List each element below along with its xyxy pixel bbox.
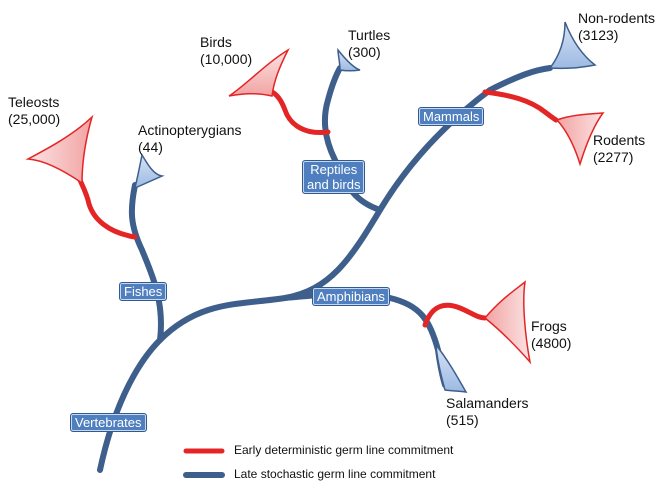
branch-frogs xyxy=(422,302,488,328)
clade-vertebrates: Vertebrates xyxy=(70,413,147,432)
clade-fishes: Fishes xyxy=(119,282,168,301)
fan-rodents xyxy=(555,112,605,167)
taxon-salamanders: Salamanders (515) xyxy=(446,395,529,428)
fan-salamanders xyxy=(435,342,468,393)
taxon-birds: Birds (10,000) xyxy=(200,34,253,67)
clade-reptiles-and-birds: Reptiles and birds xyxy=(302,160,366,194)
fan-frogs xyxy=(483,280,532,365)
clade-amphibians: Amphibians xyxy=(312,287,390,306)
fan-birds xyxy=(228,48,290,97)
branch-amphibians xyxy=(282,290,448,388)
taxon-non-rodents: Non-rodents (3123) xyxy=(578,10,656,43)
fan-non-rodents xyxy=(548,21,597,70)
taxon-frogs: Frogs (4800) xyxy=(531,318,572,351)
branch-fishes xyxy=(128,182,164,343)
fan-teleosts xyxy=(25,114,94,185)
clade-mammals: Mammals xyxy=(418,107,485,126)
branch-teleosts xyxy=(77,177,138,240)
legend-label-late: Late stochastic germ line commitment xyxy=(234,467,436,481)
taxon-rodents: Rodents (2277) xyxy=(593,132,646,165)
taxon-teleosts: Teleosts (25,000) xyxy=(8,94,61,127)
branch-trunk xyxy=(97,337,163,473)
fan-turtles xyxy=(337,47,361,72)
taxon-actinopterygians: Actinopterygians (44) xyxy=(138,122,242,155)
taxon-turtles: Turtles (300) xyxy=(348,27,391,60)
fan-actinopterygians xyxy=(133,152,165,190)
branch-birds xyxy=(269,89,331,136)
legend-label-early: Early deterministic germ line commitment xyxy=(234,443,454,457)
branch-rodents xyxy=(482,89,559,123)
